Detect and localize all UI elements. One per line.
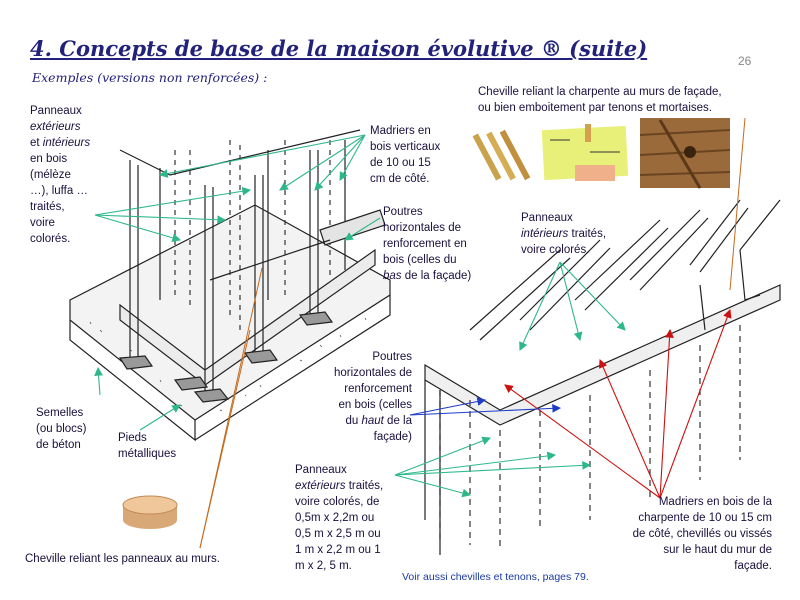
- label-line: m x 2, 5 m.: [295, 560, 352, 572]
- slide-subtitle: Exemples (versions non renforcées) :: [32, 70, 268, 85]
- label-poutres-bas: Poutres horizontales de renforcement en …: [383, 204, 493, 284]
- label-line: haut: [361, 415, 384, 427]
- label-line: charpente de 10 ou 15 cm: [638, 512, 772, 524]
- label-line: Poutres: [372, 351, 412, 363]
- label-line: Cheville reliant la charpente au murs de…: [478, 86, 722, 98]
- label-line: horizontales de: [334, 367, 412, 379]
- label-line: …), luffa …: [30, 185, 88, 197]
- label-line: Madriers en bois de la: [658, 496, 772, 508]
- label-line: voire colorés, de: [295, 496, 380, 508]
- label-panneaux-ext-int: Panneaux extérieurs et intérieurs en boi…: [30, 103, 104, 247]
- note-photo: [541, 124, 629, 181]
- see-also-note: Voir aussi chevilles et tenons, pages 79…: [402, 571, 589, 583]
- label-line: Poutres: [383, 206, 423, 218]
- label-line: de béton: [36, 439, 81, 451]
- label-line: colorés.: [30, 233, 71, 245]
- label-line: du: [345, 415, 362, 427]
- label-line: voire colorés.: [521, 244, 590, 256]
- joint-photo: [639, 118, 731, 189]
- label-line: bois (celles du: [383, 254, 457, 266]
- label-line: de la: [383, 415, 412, 427]
- slide-title: 4. Concepts de base de la maison évoluti…: [30, 36, 648, 61]
- label-line: Madriers en: [370, 125, 431, 137]
- label-line: (mélèze: [30, 169, 71, 181]
- page-number: 26: [738, 54, 752, 68]
- label-line: Panneaux: [521, 212, 573, 224]
- label-line: et: [30, 137, 43, 149]
- label-cheville-panneaux: Cheville reliant les panneaux au murs.: [25, 553, 220, 565]
- label-line: façade): [373, 431, 412, 443]
- label-line: sur le haut du mur de: [663, 544, 772, 556]
- label-line: traités,: [568, 228, 607, 240]
- label-line: 0,5 m x 2,5 m ou: [295, 528, 381, 540]
- label-line: intérieurs: [521, 228, 569, 240]
- label-line: Panneaux: [295, 464, 347, 476]
- label-panneaux-ext: Panneaux extérieurs traités, voire color…: [295, 462, 395, 574]
- label-line: intérieurs: [42, 137, 91, 149]
- label-line: de côté, chevillés ou vissés: [632, 528, 772, 540]
- label-line: de la façade): [401, 270, 472, 282]
- label-line: voire: [30, 217, 55, 229]
- label-line: (ou blocs): [36, 423, 87, 435]
- label-line: renforcement en: [383, 238, 467, 250]
- label-line: cm de côté.: [370, 173, 430, 185]
- label-line: extérieurs: [30, 121, 81, 133]
- pegs-photo: [472, 129, 531, 181]
- red-arrows: [504, 308, 732, 499]
- label-line: bas: [383, 270, 402, 282]
- label-line: traités,: [345, 480, 384, 492]
- blue-arrows: [409, 397, 562, 416]
- label-panneaux-int: Panneaux intérieurs traités, voire color…: [521, 210, 631, 258]
- left-wall-sketch: [69, 129, 391, 442]
- label-semelles: Semelles (ou blocs) de béton: [36, 405, 116, 453]
- label-poutres-haut: Poutres horizontales de renforcement en …: [318, 349, 412, 445]
- label-line: en bois (celles: [338, 399, 412, 411]
- label-line: horizontales de: [383, 222, 461, 234]
- label-cheville-charpente: Cheville reliant la charpente au murs de…: [478, 84, 778, 116]
- label-madriers-verticaux: Madriers en bois verticaux de 10 ou 15 c…: [370, 123, 460, 187]
- right-roof-sketch: [424, 199, 781, 555]
- label-line: Panneaux: [30, 105, 82, 117]
- label-pieds: Pieds métalliques: [118, 430, 198, 462]
- label-line: renforcement: [344, 383, 412, 395]
- label-line: traités,: [30, 201, 65, 213]
- label-line: en bois: [30, 153, 68, 165]
- label-line: métalliques: [118, 448, 177, 460]
- label-line: extérieurs: [295, 480, 346, 492]
- label-line: façade.: [734, 560, 772, 572]
- label-line: de 10 ou 15: [370, 157, 431, 169]
- label-line: Semelles: [36, 407, 84, 419]
- label-line: 0,5m x 2,2m ou: [295, 512, 375, 524]
- label-line: Pieds: [118, 432, 147, 444]
- orange-lines: [199, 117, 746, 549]
- wooden-peg: [122, 495, 178, 529]
- label-line: ou bien emboitement par tenons et mortai…: [478, 102, 712, 114]
- label-madriers-charpente: Madriers en bois de la charpente de 10 o…: [606, 494, 772, 574]
- label-line: 1 m x 2,2 m ou 1: [295, 544, 381, 556]
- green-arrows: [94, 134, 626, 498]
- label-line: bois verticaux: [370, 141, 441, 153]
